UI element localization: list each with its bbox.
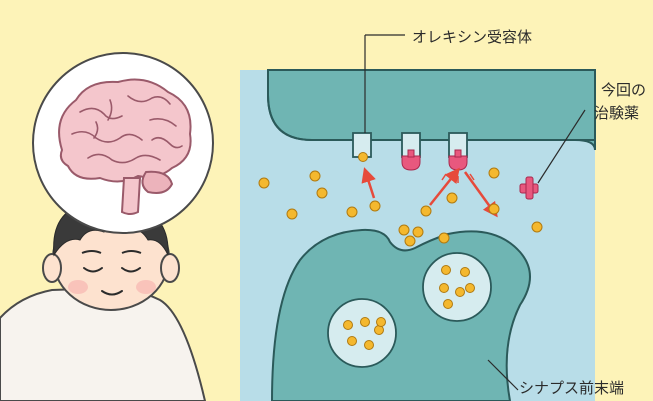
brain-bubble <box>33 53 213 233</box>
synaptic-vesicle <box>328 299 396 367</box>
receptor-label: オレキシン受容体 <box>412 27 532 47</box>
bound-orexin <box>359 153 368 162</box>
terminal-label: シナプス前末端 <box>519 378 624 398</box>
drug-label-line2: 治験薬 <box>594 103 639 123</box>
synaptic-vesicle <box>423 253 491 321</box>
synapse-panel <box>240 35 595 401</box>
presynaptic-terminal <box>272 230 530 401</box>
drug-label-line1: 今回の <box>601 80 646 100</box>
postsynaptic-neuron <box>268 70 595 150</box>
